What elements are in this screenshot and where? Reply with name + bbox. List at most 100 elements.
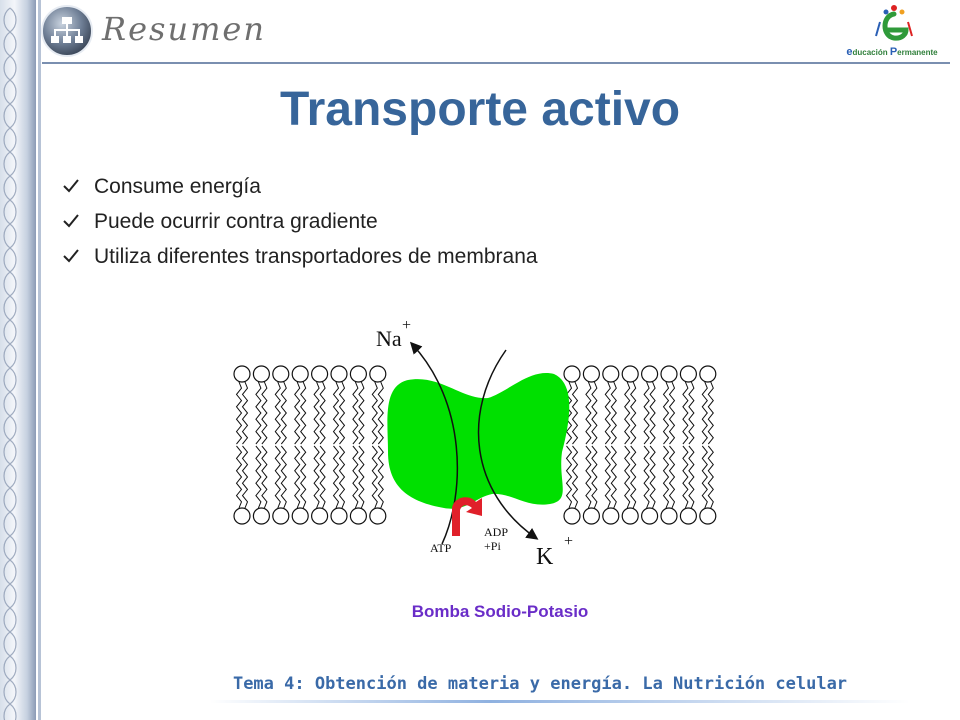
phospholipid-tail (604, 381, 611, 445)
phospholipid-head (369, 507, 387, 525)
phospholipid-tail (707, 445, 714, 509)
sitemap-icon (41, 5, 93, 57)
phospholipid-tail (274, 381, 281, 445)
phospholipid-head (660, 365, 678, 383)
phospholipid-tail (319, 381, 326, 445)
phospholipid-tail (565, 445, 573, 509)
phospholipid-head (272, 365, 290, 383)
phospholipid-tail (688, 445, 695, 509)
bullet-list: Consume energía Puede ocurrir contra gra… (62, 172, 538, 277)
phospholipid-tail (624, 445, 631, 509)
sodium-pathway-arrow (409, 341, 459, 545)
phospholipid-tail (261, 381, 268, 445)
phospholipid-head (310, 365, 329, 383)
phospholipid-head (679, 507, 697, 525)
phospholipid-tail (300, 381, 307, 445)
bullet-item: Utiliza diferentes transportadores de me… (62, 242, 538, 277)
phospholipid-head (563, 365, 581, 383)
left-decorative-bar (0, 0, 36, 720)
atp-label: ATP (430, 541, 452, 555)
bullet-text: Utiliza diferentes transportadores de me… (94, 245, 538, 268)
phospholipid-tail (332, 445, 340, 509)
phospholipid-tail (571, 445, 579, 509)
phospholipid-tail (682, 445, 689, 509)
phospholipid-tail (294, 445, 301, 509)
phospholipid-tail (630, 381, 637, 445)
phospholipid-tail (571, 381, 579, 445)
phospholipid-head (310, 507, 329, 525)
educacion-permanente-logo (875, 5, 913, 41)
phospholipid-tail (300, 445, 307, 509)
phospholipid-head (291, 507, 309, 525)
phospholipid-tail (377, 445, 384, 509)
bullet-item: Consume energía (62, 172, 538, 207)
phospholipid-tail (668, 445, 676, 509)
sodium-charge: + (402, 317, 411, 334)
phospholipid-tail (358, 381, 365, 445)
lipid-bilayer (233, 365, 717, 525)
potassium-label: K (536, 544, 554, 570)
phospholipid-head (291, 365, 309, 383)
phospholipid-tail (241, 445, 249, 509)
sodium-label: Na (376, 326, 402, 351)
pi-label: +Pi (484, 539, 501, 553)
sodium-potassium-pump-diagram: Na + K + ATP ADP +Pi (233, 317, 717, 570)
checkmark-icon (63, 249, 79, 263)
phospholipid-head (699, 507, 717, 525)
phospholipid-tail (591, 445, 598, 509)
phospholipid-tail (352, 445, 359, 509)
phospholipid-tail (668, 381, 676, 445)
phospholipid-head (621, 365, 639, 383)
phospholipid-tail (313, 445, 320, 509)
phospholipid-tail (294, 381, 301, 445)
phospholipid-head (369, 365, 387, 383)
phospholipid-tail (255, 445, 262, 509)
phospholipid-head (252, 507, 270, 525)
bullet-text: Puede ocurrir contra gradiente (94, 210, 378, 233)
phospholipid-tail (235, 445, 243, 509)
atp-hydrolysis-arrow (452, 497, 482, 536)
phospholipid-head (233, 365, 251, 383)
phospholipid-tail (280, 445, 287, 509)
header-divider (42, 62, 950, 64)
phospholipid-tail (313, 381, 320, 445)
footer-topic: Tema 4: Obtención de materia y energía. … (232, 674, 848, 694)
diagram-caption: Bomba Sodio-Potasio (411, 602, 589, 621)
section-label: Resumen (102, 10, 266, 48)
phospholipid-tail (610, 381, 617, 445)
phospholipid-tail (649, 381, 656, 445)
phospholipid-head (679, 365, 697, 383)
phospholipid-tail (707, 381, 714, 445)
phospholipid-tail (643, 381, 650, 445)
phospholipid-head (699, 365, 717, 383)
phospholipid-tail (585, 381, 592, 445)
phospholipid-head (660, 507, 678, 525)
phospholipid-tail (255, 381, 262, 445)
phospholipid-tail (274, 445, 281, 509)
footer-underline (210, 700, 910, 703)
phospholipid-tail (332, 381, 340, 445)
potassium-charge: + (564, 533, 573, 550)
phospholipid-tail (261, 445, 268, 509)
phospholipid-tail (701, 445, 708, 509)
page-title: Transporte activo (279, 83, 681, 136)
phospholipid-tail (338, 445, 346, 509)
phospholipid-tail (649, 445, 656, 509)
phospholipid-head (233, 507, 251, 525)
bullet-item: Puede ocurrir contra gradiente (62, 207, 538, 242)
phospholipid-head (330, 507, 348, 525)
logo-text: educación Permanente (846, 46, 938, 58)
phospholipid-tail (682, 381, 689, 445)
phospholipid-head (582, 507, 600, 525)
phospholipid-tail (662, 381, 670, 445)
left-divider (38, 0, 41, 720)
phospholipid-head (582, 365, 600, 383)
phospholipid-tail (352, 381, 359, 445)
phospholipid-tail (371, 381, 378, 445)
bullet-text: Consume energía (94, 175, 261, 198)
phospholipid-head (563, 507, 581, 525)
phospholipid-tail (591, 381, 598, 445)
phospholipid-tail (662, 445, 670, 509)
phospholipid-tail (338, 381, 346, 445)
phospholipid-head (272, 507, 290, 525)
